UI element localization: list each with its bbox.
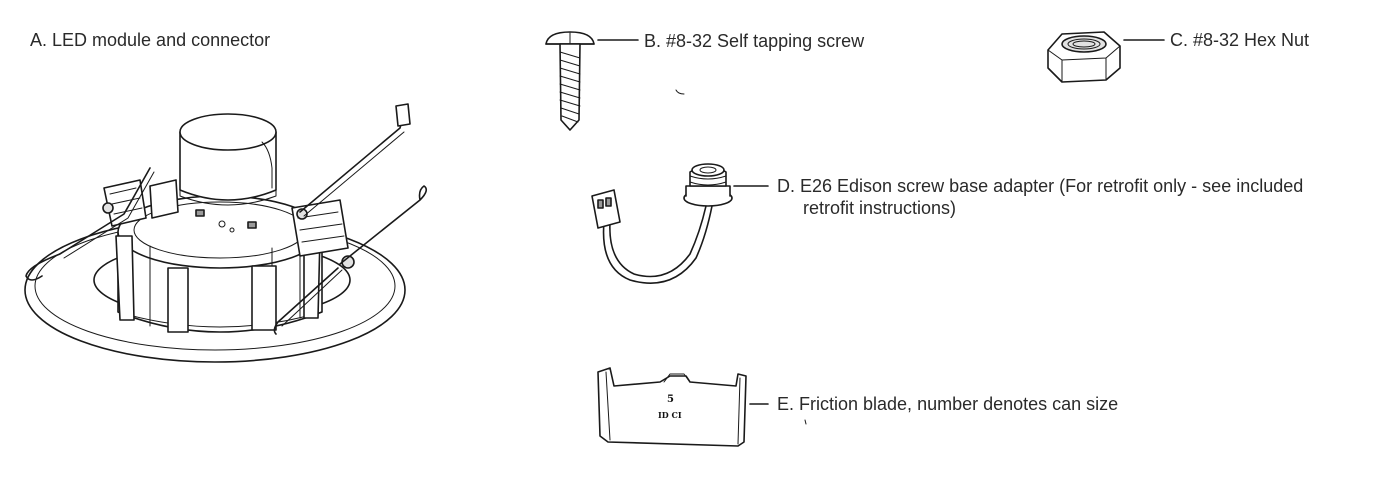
svg-text:ID CI: ID CI [658, 410, 682, 420]
label-friction-blade: E. Friction blade, number denotes can si… [777, 394, 1119, 414]
hex-nut-icon [1047, 31, 1165, 83]
edison-adapter-icon [591, 163, 769, 284]
label-edison-adapter-line2: retrofit instructions) [803, 198, 957, 218]
label-edison-adapter: D. E26 Edison screw base adapter (For re… [777, 175, 1337, 219]
label-self-tapping-screw: B. #8-32 Self tapping screw [644, 31, 865, 51]
friction-blade-icon: 5 ID CI [597, 367, 807, 447]
label-edison-adapter-line1: D. E26 Edison screw base adapter (For re… [777, 176, 1304, 196]
blade-number: 5 [667, 394, 674, 405]
label-led-module: A. LED module and connector [30, 30, 271, 50]
screw-icon [545, 31, 685, 131]
label-hex-nut: C. #8-32 Hex Nut [1170, 30, 1310, 50]
led-module-icon [24, 103, 428, 363]
